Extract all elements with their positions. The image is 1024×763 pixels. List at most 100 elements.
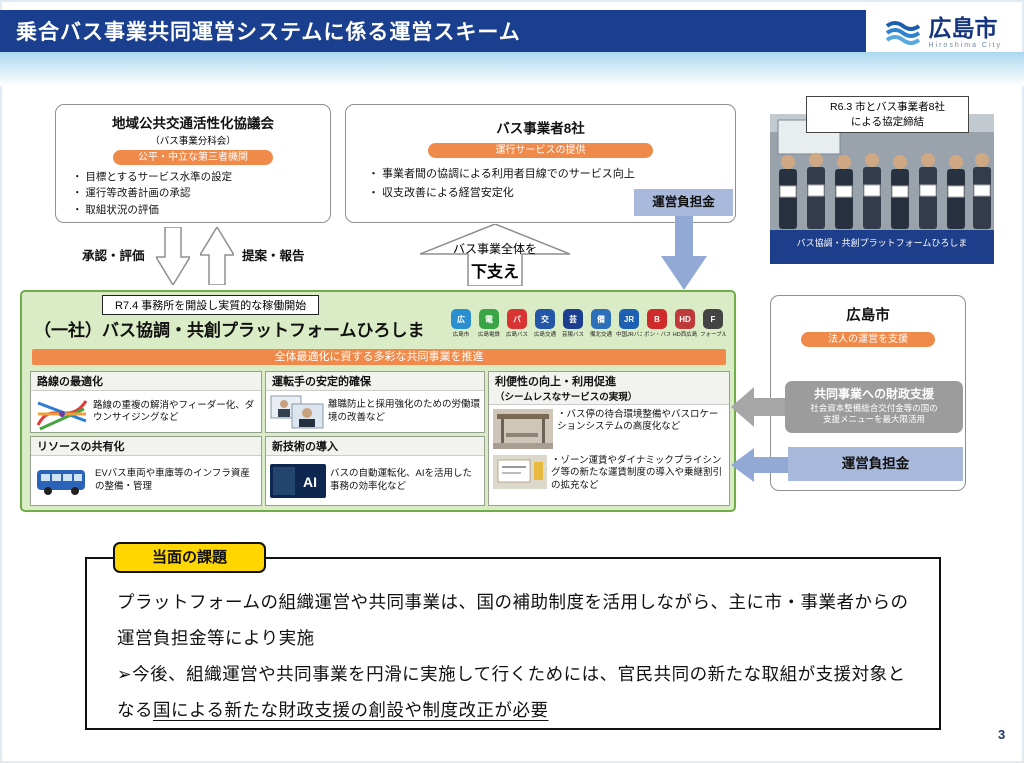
issues-line2-prefix: ➢今後、組織運営や共同事業を円滑に実施して行くためには、官民共同の新たな取組が支… bbox=[117, 663, 906, 720]
joint-project-cards: 路線の最適化 路線の重複の解消やフィーダー化、ダウンサイジングなど 運転手の安定… bbox=[30, 371, 730, 506]
card-tech-title: 新技術の導入 bbox=[266, 437, 484, 456]
member-logo-bon-bus: B ボン・バス bbox=[644, 309, 670, 338]
operators-title: バス事業者8社 bbox=[496, 121, 585, 136]
bon-bus-icon: B bbox=[647, 309, 667, 329]
council-title: 地域公共交通活性化協議会 bbox=[112, 116, 274, 131]
card-route-body: 路線の重複の解消やフィーダー化、ダウンサイジングなど bbox=[93, 399, 255, 423]
jr-bus-icon: JR bbox=[619, 309, 639, 329]
driver-photos-icon bbox=[270, 395, 324, 428]
page-title: 乗合バス事業共同運営システムに係る運営スキーム bbox=[16, 21, 521, 44]
financial-support-title: 共同事業への財政支援 bbox=[813, 387, 934, 401]
card-convenience-bullet: ・バス停の待合環境整備やバスロケーションシステムの高度化など bbox=[557, 409, 719, 433]
issues-line1: プラットフォームの組織運営や共同事業は、国の補助制度を活用しながら、主に市・事業… bbox=[117, 592, 909, 648]
bihoku-kotsu-icon: 備 bbox=[591, 309, 611, 329]
city-contribution-label: 運営負担金 bbox=[788, 447, 963, 481]
support-label-line1: バス事業全体を bbox=[452, 242, 537, 256]
hiroshima-bus-icon: バ bbox=[507, 309, 527, 329]
card-driver-retention: 運転手の安定的確保 離職防止と採用強化のための労働環境の改善など bbox=[265, 371, 485, 433]
platform-start-tag: R7.4 事務所を開設し実質的な稼働開始 bbox=[102, 295, 320, 315]
card-convenience: 利便性の向上・利用促進 （シームレスなサービスの実現） ・バス停の待合環境整備や… bbox=[488, 371, 730, 506]
card-driver-body: 離職防止と採用強化のための労働環境の改善など bbox=[328, 399, 481, 423]
city-role-badge: 法人の運営を支援 bbox=[801, 332, 935, 347]
header-bar: 乗合バス事業共同運営システムに係る運営スキーム bbox=[0, 10, 866, 52]
hd-nishihiroshima-icon: HD bbox=[675, 309, 695, 329]
member-logo-hiroshima-city: 広 広島市 bbox=[448, 309, 474, 338]
card-new-technology: 新技術の導入 AI バスの自動運転化、AIを活用した事務の効率化など bbox=[265, 436, 485, 506]
card-resource-title: リソースの共有化 bbox=[31, 437, 261, 456]
card-route-title: 路線の最適化 bbox=[31, 372, 261, 391]
contribution-left-arrow bbox=[731, 448, 789, 482]
support-up-arrow bbox=[420, 224, 570, 286]
hiroshima-city-logo: 広島市 Hiroshima City bbox=[879, 15, 1008, 51]
operators-bullet: ・ 事業者間の協調による利用者目線でのサービス向上 bbox=[368, 168, 635, 180]
propose-report-label: 提案・報告 bbox=[242, 249, 305, 263]
member-logo-jr-bus-chugoku: JR 中国JRバス bbox=[616, 309, 642, 338]
photo-people bbox=[779, 153, 991, 229]
support-label-line2: 下支え bbox=[470, 264, 519, 281]
subsidy-left-arrow bbox=[731, 387, 789, 427]
logo-city-name-en: Hiroshima City bbox=[928, 42, 1002, 49]
member-logo-hiroshima-kotsu: 交 広島交通 bbox=[532, 309, 558, 338]
approve-evaluate-label: 承認・評価 bbox=[82, 249, 145, 263]
financial-support-panel: 共同事業への財政支援 社会資本整備総合交付金等の国の 支援メニューを最大限活用 bbox=[785, 381, 963, 433]
operators-contribution-label: 運営負担金 bbox=[634, 189, 733, 216]
page-number: 3 bbox=[998, 727, 1006, 742]
member-logo-forble: F フォーブル bbox=[700, 309, 726, 338]
card-resource-sharing: リソースの共有化 EVバス車両や車庫等のインフラ資産の整備・管理 bbox=[30, 436, 262, 506]
contribution-down-arrow bbox=[661, 216, 707, 290]
logo-text-block: 広島市 Hiroshima City bbox=[928, 15, 1002, 50]
member-logo-hiroshima-bus: バ 広島バス bbox=[504, 309, 530, 338]
platform-box: R7.4 事務所を開設し実質的な稼働開始 （一社）バス協調・共創プラットフォーム… bbox=[20, 290, 736, 512]
operators-bullet: ・ 収支改善による経営安定化 bbox=[368, 186, 514, 199]
forble-icon: F bbox=[703, 309, 723, 329]
card-resource-body: EVバス車両や車庫等のインフラ資産の整備・管理 bbox=[95, 468, 250, 492]
bus-operators-box: バス事業者8社 運行サービスの提供 ・ 事業者間の協調による利用者目線でのサービ… bbox=[345, 104, 736, 223]
card-convenience-subtitle: （シームレスなサービスの実現） bbox=[495, 392, 638, 403]
council-subtitle: （バス事業分科会） bbox=[150, 136, 236, 147]
approval-down-arrow bbox=[156, 227, 190, 285]
member-logo-hd-nishihiroshima: HD HD西広島 bbox=[672, 309, 698, 338]
member-logo-geiyo-bus: 芸 芸陽バス bbox=[560, 309, 586, 338]
card-driver-title: 運転手の安定的確保 bbox=[266, 372, 484, 391]
ev-bus-icon bbox=[37, 469, 85, 495]
platform-banner: 全体最適化に資する多彩な共同事業を推進 bbox=[32, 349, 726, 365]
card-convenience-title: 利便性の向上・利用促進 bbox=[495, 376, 616, 388]
header-gradient bbox=[0, 52, 1024, 86]
ai-photo-icon: AI bbox=[270, 463, 326, 498]
report-up-arrow bbox=[200, 227, 234, 285]
hiroden-icon: 電 bbox=[479, 309, 499, 329]
operators-role-badge: 運行サービスの提供 bbox=[428, 143, 653, 158]
wave-logo-icon bbox=[886, 21, 921, 45]
member-logos: 広 広島市 電 広島電鉄 バ 広島バス 交 広島交通 芸 芸陽バス 備 備北交通 bbox=[448, 309, 726, 338]
card-route-optimization: 路線の最適化 路線の重複の解消やフィーダー化、ダウンサイジングなど bbox=[30, 371, 262, 433]
geiyo-bus-icon: 芸 bbox=[563, 309, 583, 329]
photo-banner-text: バス協調・共創プラットフォームひろしま bbox=[797, 237, 968, 248]
hiroshima-kotsu-icon: 交 bbox=[535, 309, 555, 329]
council-role-badge: 公平・中立な第三者機関 bbox=[113, 150, 273, 165]
ai-label: AI bbox=[303, 474, 317, 490]
issues-badge: 当面の課題 bbox=[113, 542, 266, 573]
council-bullet: ・ 目標とするサービス水準の設定 bbox=[72, 171, 233, 183]
card-tech-body: バスの自動運転化、AIを活用した事務の効率化など bbox=[330, 468, 472, 492]
city-title: 広島市 bbox=[846, 308, 890, 324]
member-logo-bihoku-kotsu: 備 備北交通 bbox=[588, 309, 614, 338]
hiroshima-city-wave-icon: 広 bbox=[451, 309, 471, 329]
agreement-photo: バス協調・共創プラットフォームひろしま bbox=[770, 114, 994, 264]
council-bullets: ・ 目標とするサービス水準の設定 ・ 運行等改善計画の承認 ・ 取組状況の評価 bbox=[72, 169, 330, 218]
bus-stop-photo-icon bbox=[493, 409, 553, 449]
member-logo-hiroden: 電 広島電鉄 bbox=[476, 309, 502, 338]
ticket-photo-icon bbox=[493, 455, 547, 489]
operators-bullets: ・ 事業者間の協調による利用者目線でのサービス向上 ・ 収支改善による経営安定化 bbox=[368, 165, 735, 202]
financial-support-note: 社会資本整備総合交付金等の国の 支援メニューを最大限活用 bbox=[810, 403, 938, 425]
route-map-icon bbox=[36, 400, 88, 431]
council-box: 地域公共交通活性化協議会 （バス事業分科会） 公平・中立な第三者機関 ・ 目標と… bbox=[55, 104, 331, 223]
issues-line2: ➢今後、組織運営や共同事業を円滑に実施して行くためには、官民共同の新たな取組が支… bbox=[117, 657, 913, 729]
logo-city-name: 広島市 bbox=[928, 15, 998, 41]
platform-title: （一社）バス協調・共創プラットフォームひろしま bbox=[34, 321, 425, 340]
support-label: バス事業全体を 下支え bbox=[420, 240, 570, 282]
photo-caption: R6.3 市とバス事業者8社 による協定締結 bbox=[806, 96, 969, 133]
council-bullet: ・ 運行等改善計画の承認 bbox=[72, 187, 191, 200]
issues-box: プラットフォームの組織運営や共同事業は、国の補助制度を活用しながら、主に市・事業… bbox=[85, 557, 941, 730]
card-convenience-bullet: ・ゾーン運賃やダイナミックプライシング等の新たな運賃制度の導入や乗継割引の拡充な… bbox=[551, 455, 723, 491]
